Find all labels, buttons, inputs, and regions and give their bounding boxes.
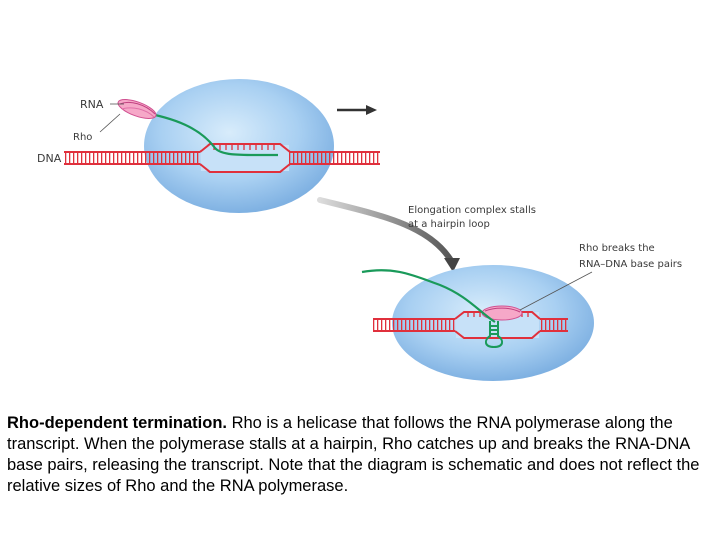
rna-transcript-2 — [361, 269, 496, 323]
rna-label: RNA — [80, 98, 104, 111]
rho-termination-diagram — [64, 79, 594, 381]
rho-breaks-label-line2: RNA–DNA base pairs — [579, 259, 683, 270]
rho-label: Rho — [73, 132, 93, 143]
rho-breaks-leader-line — [519, 271, 593, 311]
caption-title: Rho-dependent termination. — [7, 414, 227, 432]
rna-hairpin — [484, 321, 504, 349]
rna-transcript-1 — [139, 110, 279, 157]
dna-label: DNA — [37, 152, 62, 165]
stall-label-line2: at a hairpin loop — [408, 219, 490, 230]
rho-leader-line — [99, 113, 121, 133]
rho-protein-1 — [117, 99, 157, 119]
figure-caption: Rho-dependent termination. Rho is a heli… — [7, 413, 713, 497]
transition-arrow — [317, 197, 460, 272]
caption-text: Rho is a helicase that follows the RNA p… — [7, 414, 700, 495]
direction-arrow — [337, 105, 377, 115]
rho-breaks-label-line1: Rho breaks the — [579, 243, 655, 254]
stall-label-line1: Elongation complex stalls — [408, 205, 536, 216]
